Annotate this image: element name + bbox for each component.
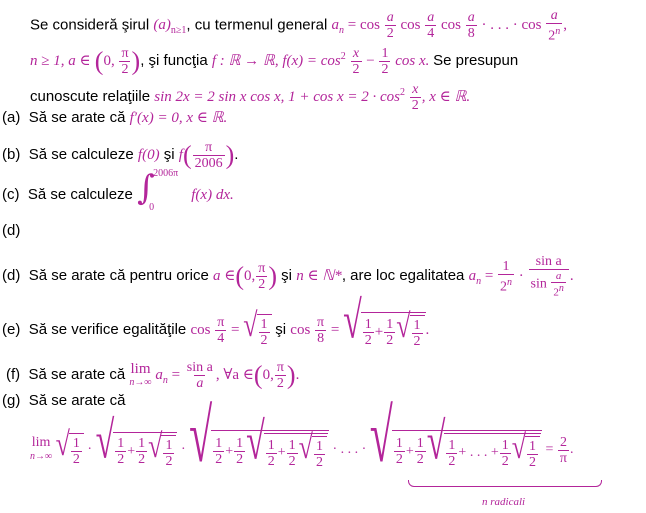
intro-text: Se consideră şirul xyxy=(30,16,150,34)
item-d-empty: (d) xyxy=(2,222,21,239)
intro-line-3: cunoscute relaţiile sin 2x = 2 sin x cos… xyxy=(30,82,471,113)
item-g: (g) Să se arate că xyxy=(2,392,126,409)
intro-line-1: Se consideră şirul (a)n≥1, cu termenul g… xyxy=(30,8,567,44)
item-a: (a) Să se arate că f′(x) = 0, x ∈ ℝ. xyxy=(2,109,228,126)
radicals-brace xyxy=(408,480,602,487)
radicals-label: n radicali xyxy=(482,496,526,508)
item-c: (c) Să se calculeze ∫ 2006π 0 f(x) dx. xyxy=(2,168,234,213)
